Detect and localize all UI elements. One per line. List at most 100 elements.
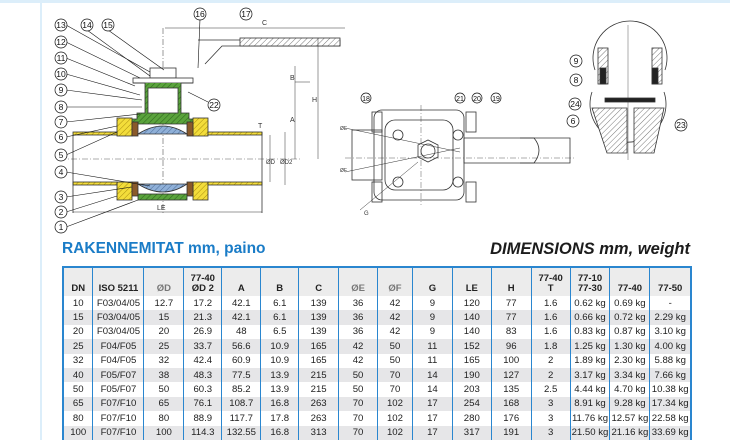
table-cell: 7.66 kg	[649, 367, 691, 383]
callout-19: 19	[492, 96, 500, 103]
table-cell: 190	[451, 367, 492, 383]
table-cell: 48.3	[183, 367, 222, 383]
column-header: DN	[63, 267, 93, 296]
callout-15: 15	[103, 20, 113, 30]
column-header-bottom: ØD	[156, 283, 171, 294]
table-cell: 42	[377, 310, 413, 325]
table-cell: 17	[411, 396, 453, 412]
callout-12: 12	[56, 37, 66, 47]
table-cell: 42.1	[221, 310, 261, 325]
table-cell: 10.38 kg	[649, 382, 691, 397]
table-cell: 132.55	[221, 425, 261, 440]
table-cell: 21.50 kg	[569, 425, 610, 440]
column-header-bottom: H	[507, 283, 515, 294]
table-cell: 80	[72, 412, 84, 424]
table-cell: 11	[411, 353, 453, 368]
callout-17: 17	[241, 9, 251, 19]
seal-detail-view	[589, 20, 668, 160]
table-cell: 85.2	[221, 382, 261, 397]
table-cell: 60.9	[221, 353, 261, 368]
table-cell: 50	[143, 382, 184, 397]
table-cell: 17.8	[260, 411, 299, 426]
column-header-bottom: LE	[465, 283, 478, 294]
table-cell: F03/04/05	[92, 296, 144, 311]
page-left-border	[40, 0, 42, 440]
column-header-top: 77-10	[577, 273, 603, 284]
table-cell: 36	[338, 324, 378, 340]
table-cell: 17	[411, 425, 453, 440]
callout-20: 20	[473, 96, 481, 103]
table-cell: 5.88 kg	[649, 353, 691, 368]
table-cell: F07/F10	[92, 396, 144, 412]
table-cell: F07/F10	[92, 411, 144, 426]
table-cell: 191	[490, 425, 532, 440]
table-cell: 6.1	[260, 310, 299, 325]
table-cell: 140	[451, 324, 492, 340]
table-cell: 36	[338, 296, 378, 311]
table-cell: 203	[451, 382, 492, 397]
table-cell: 48	[221, 324, 261, 340]
dim-t: T	[258, 123, 263, 130]
dim-e: ØE	[340, 126, 348, 132]
table-cell: 0.87 kg	[609, 324, 650, 340]
table-cell: 20	[143, 324, 184, 340]
table-cell: 11.76 kg	[569, 411, 610, 426]
callout-8: 8	[59, 102, 64, 112]
table-cell: 16.8	[260, 425, 299, 440]
table-cell: 6.1	[260, 296, 299, 311]
column-header-bottom: 77-40	[617, 283, 643, 294]
table-cell: 139	[298, 296, 339, 311]
callout-9: 9	[59, 85, 64, 95]
table-cell: 10.9	[260, 339, 299, 354]
table-cell: 6.5	[260, 324, 299, 340]
callout-22: 22	[209, 100, 219, 110]
column-header-bottom: DN	[71, 283, 86, 294]
column-header-bottom: ØF	[388, 283, 402, 294]
table-cell: 77.5	[221, 367, 261, 383]
callout-21: 21	[456, 96, 464, 103]
table-cell: 0.62 kg	[569, 296, 610, 311]
column-header-bottom: T	[547, 283, 554, 294]
table-cell: 263	[298, 396, 339, 412]
table-cell: 9	[411, 324, 453, 340]
valve-section-view	[60, 27, 345, 215]
table-cell: 254	[451, 396, 492, 412]
table-cell: 36	[338, 310, 378, 325]
callout-4: 4	[59, 167, 64, 177]
table-cell: 13.9	[260, 367, 299, 383]
table-cell: 33.69 kg	[649, 425, 691, 440]
table-cell: 215	[298, 382, 339, 397]
table-cell: 70	[338, 425, 378, 440]
dim-d2: ØD2	[280, 160, 293, 166]
table-cell: 152	[451, 339, 492, 354]
table-cell: 50	[338, 367, 378, 383]
callout-detail-24: 24	[570, 99, 580, 109]
table-cell: 100	[63, 425, 93, 440]
table-cell: 100	[490, 353, 532, 368]
table-cell: 3.10 kg	[649, 324, 691, 340]
table-cell: 2	[530, 353, 571, 368]
table-cell: 10.9	[260, 353, 299, 368]
table-cell: 22.58 kg	[649, 411, 691, 426]
heading-finnish: RAKENNEMITAT mm, paino	[62, 240, 266, 257]
table-cell: 102	[377, 396, 413, 412]
column-header: C	[298, 267, 339, 296]
table-cell: 1.25 kg	[569, 339, 610, 354]
table-cell: 3.17 kg	[569, 367, 610, 383]
table-cell: 42.4	[183, 353, 222, 368]
table-cell: 15	[143, 310, 184, 325]
table-cell: 1.8	[530, 339, 571, 354]
dim-le: LE	[157, 205, 166, 212]
column-header: B	[260, 267, 299, 296]
column-header-bottom: B	[276, 283, 284, 294]
table-cell: 38	[143, 367, 184, 383]
callout-11: 11	[57, 53, 66, 63]
table-cell: 26.9	[183, 324, 222, 340]
table-cell: 139	[298, 310, 339, 325]
table-cell: F07/F10	[92, 425, 144, 440]
